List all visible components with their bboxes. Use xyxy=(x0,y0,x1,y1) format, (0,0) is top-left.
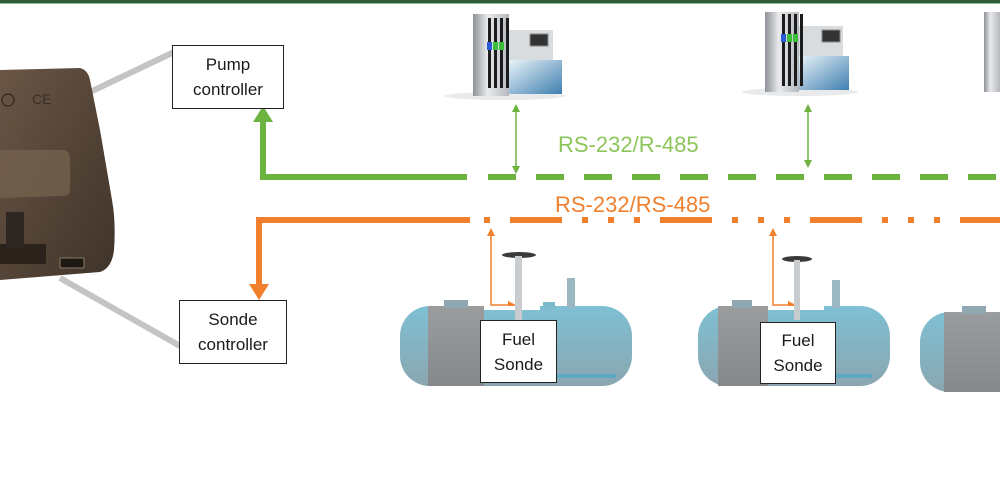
sonde-controller-line1: Sonde xyxy=(208,310,258,329)
fuel-tank-3-partial xyxy=(920,306,1000,392)
pump-bus xyxy=(253,104,1000,180)
sonde-controller-arrow xyxy=(249,284,269,300)
fuel-sonde-box-2: Fuel Sonde xyxy=(760,322,836,384)
top-border xyxy=(0,0,1000,3)
fuel-sonde-box-1: Fuel Sonde xyxy=(480,320,557,383)
device-cables xyxy=(58,49,182,349)
top-border-highlight xyxy=(0,3,1000,4)
sonde-1-link xyxy=(490,232,510,306)
controller-device: CE xyxy=(0,68,115,280)
sonde-controller-line2: controller xyxy=(198,335,268,354)
fuel-pump-2 xyxy=(742,12,858,96)
pump-controller-arrow xyxy=(253,106,273,122)
device-usb-port xyxy=(59,257,85,269)
fuel-sonde-2-line1: Fuel xyxy=(781,331,815,350)
sonde-bus-label: RS-232/RS-485 xyxy=(555,192,711,217)
probe-head xyxy=(502,252,536,258)
cable-to-pump-controller xyxy=(86,49,176,96)
fuel-pump-1 xyxy=(445,14,565,100)
pump-controller-line2: controller xyxy=(193,80,263,99)
fuel-sonde-2-line2: Sonde xyxy=(773,356,823,375)
sonde-bus xyxy=(249,217,1000,309)
fuel-pump-3-partial xyxy=(984,12,1000,92)
cable-to-sonde-controller xyxy=(58,275,182,349)
fuel-sonde-1-line1: Fuel xyxy=(501,329,536,349)
fuel-sonde-1-line2: Sonde xyxy=(493,354,544,374)
sonde-2-link xyxy=(772,232,790,306)
ce-marking: CE xyxy=(32,91,51,107)
probe-rod xyxy=(515,256,522,320)
device-connector xyxy=(0,244,46,264)
pump-controller-line1: Pump xyxy=(205,55,251,74)
pump-controller-box: Pump controller xyxy=(172,45,284,109)
sonde-controller-box: Sonde controller xyxy=(179,300,287,364)
pump-bus-label: RS-232/R-485 xyxy=(558,132,699,157)
